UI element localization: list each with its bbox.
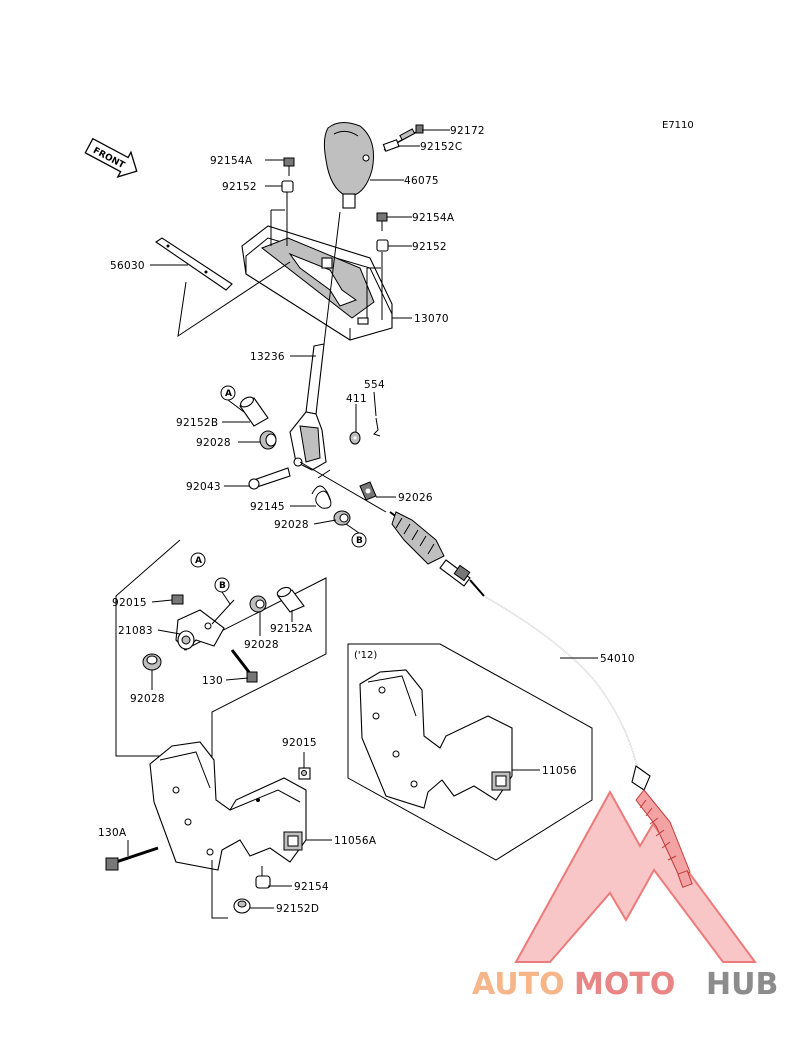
part-label-56030: 56030 <box>110 260 145 272</box>
part-label-92154: 92154 <box>294 881 329 893</box>
part-label-92152-right: 92152 <box>412 241 447 253</box>
part-label-411: 411 <box>346 393 367 405</box>
collar-92152-left <box>281 180 294 193</box>
part-label-54010: 54010 <box>600 653 635 665</box>
watermark-hub: HUB <box>706 967 778 1002</box>
part-label-92043: 92043 <box>186 481 221 493</box>
part-label-11056: 11056 <box>542 765 577 777</box>
part-label-92152C: 92152C <box>420 141 463 153</box>
nut-92015-lower <box>298 767 311 780</box>
bracket-11056A <box>149 741 307 871</box>
diagram-code: E7110 <box>662 120 694 131</box>
bolt-92154A-right <box>376 212 388 231</box>
model-year-note: ('12) <box>354 650 377 661</box>
pin-92152A <box>276 586 305 613</box>
bolt-92154-lower <box>255 866 271 889</box>
bracket-21083 <box>175 609 225 651</box>
callout-a-upper: A <box>220 385 236 401</box>
part-label-92028-d: 92028 <box>130 693 165 705</box>
leader-lines <box>127 129 598 909</box>
joint-92026 <box>359 481 377 501</box>
front-arrow: FRONT <box>84 137 138 179</box>
part-label-92028-b: 92028 <box>274 519 309 531</box>
bolt-130 <box>230 649 258 683</box>
bolt-130A <box>105 846 159 871</box>
part-label-11056A: 11056A <box>334 835 377 847</box>
part-label-92145: 92145 <box>250 501 285 513</box>
part-label-13070: 13070 <box>414 313 449 325</box>
shift-cable-54010 <box>389 511 693 888</box>
part-label-92026: 92026 <box>398 492 433 504</box>
plate-56030 <box>155 237 233 291</box>
part-label-130A: 130A <box>98 827 127 839</box>
callout-a-lower: A <box>190 552 206 568</box>
callout-b-upper: B <box>351 532 367 548</box>
bolt-92015-upper <box>171 594 184 605</box>
part-label-130: 130 <box>202 675 223 687</box>
svg-text:A: A <box>225 389 232 399</box>
part-label-92028-a: 92028 <box>196 437 231 449</box>
watermark-auto: AUTO <box>472 967 565 1002</box>
part-label-13236: 13236 <box>250 351 285 363</box>
part-label-92152-top: 92152 <box>222 181 257 193</box>
part-label-92152B: 92152B <box>176 417 218 429</box>
part-label-92015-b: 92015 <box>282 737 317 749</box>
collar-92152D <box>233 898 251 914</box>
part-label-92172: 92172 <box>450 125 485 137</box>
bushing-92028-upper <box>259 430 277 450</box>
bracket-11056 <box>359 669 513 809</box>
spring-92145 <box>311 469 332 509</box>
shift-lever-13236 <box>289 211 341 471</box>
part-label-92154A-top: 92154A <box>210 155 253 167</box>
collar-92152-right <box>376 239 389 252</box>
part-label-92015-a: 92015 <box>112 597 147 609</box>
svg-text:B: B <box>219 581 226 591</box>
watermark-moto: MOTO <box>574 967 675 1002</box>
part-label-21083: 21083 <box>118 625 153 637</box>
part-label-92152A: 92152A <box>270 623 313 635</box>
part-label-554: 554 <box>364 379 385 391</box>
bushing-92028-lower <box>333 510 351 526</box>
bolt-92154A-left <box>283 157 295 176</box>
clip-554 <box>373 417 381 437</box>
pin-92152B <box>239 396 269 427</box>
bushing-92028-left <box>142 653 162 671</box>
part-label-92152D: 92152D <box>276 903 319 915</box>
shift-cover-13070 <box>241 225 393 341</box>
shaft-92043 <box>248 467 291 490</box>
svg-text:B: B <box>356 536 363 546</box>
part-label-46075: 46075 <box>404 175 439 187</box>
watermark-logo: AUTO MOTO HUB <box>472 789 778 1002</box>
callout-b-lower: B <box>214 577 230 593</box>
shift-knob-46075 <box>323 122 374 209</box>
collar-92152C <box>382 139 400 152</box>
washer-411 <box>349 431 361 445</box>
part-label-92028-c: 92028 <box>244 639 279 651</box>
bushing-92028-bracket <box>249 595 267 613</box>
svg-text:A: A <box>195 556 202 566</box>
part-label-92154A-right: 92154A <box>412 212 455 224</box>
